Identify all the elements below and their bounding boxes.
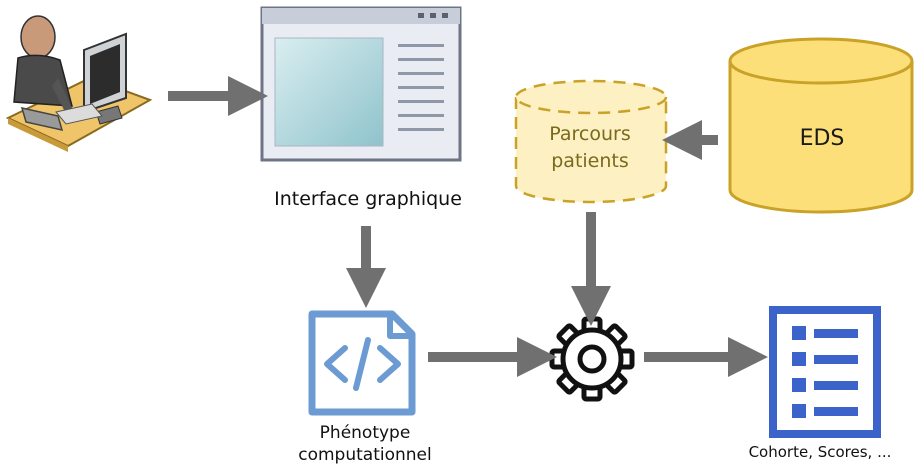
code-file-icon [308,310,416,416]
eds-label: EDS [799,126,845,151]
output-label: Cohorte, Scores, ... [748,443,892,461]
dashed-database-icon [514,79,668,204]
user-computer-icon [5,15,153,152]
phenotype-label-line1: Phénotype [319,423,411,443]
phenotype-label-line2: computationnel [298,445,432,465]
list-document-icon [769,306,881,438]
database-icon [728,37,914,214]
parcours-label: Parcours patients [520,121,660,175]
phenotype-label: Phénotype computationnel [270,422,460,466]
gear-icon [549,316,635,402]
app-window-icon [260,6,462,162]
parcours-label-line2: patients [551,150,629,172]
gui-label: Interface graphique [274,188,462,210]
parcours-label-line1: Parcours [549,123,631,145]
